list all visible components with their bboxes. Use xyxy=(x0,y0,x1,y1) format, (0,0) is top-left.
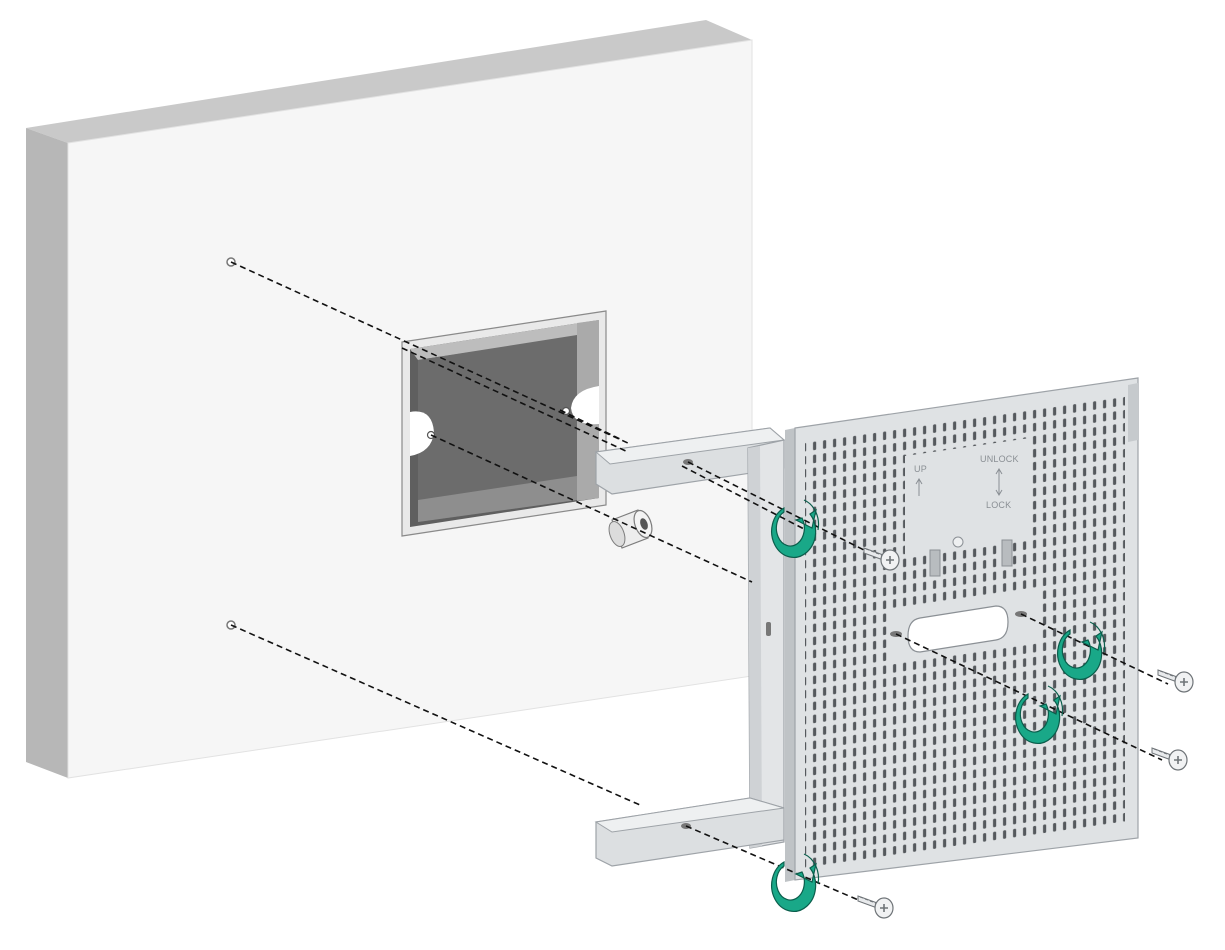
wall xyxy=(26,20,753,779)
mounting-plate: UP UNLOCK LOCK xyxy=(785,377,1139,882)
screw-icon xyxy=(857,895,894,919)
lock-label: LOCK xyxy=(986,500,1011,510)
rotate-clockwise-icon xyxy=(1015,685,1064,744)
unlock-label: UNLOCK xyxy=(980,454,1019,464)
plate-center-slot xyxy=(907,605,1009,653)
unlock-lock-arrow-icon xyxy=(995,468,1003,496)
up-arrow-icon xyxy=(915,478,923,496)
rotate-clockwise-icon xyxy=(1057,621,1106,680)
screw-icon xyxy=(1157,669,1194,693)
wall-top-edge xyxy=(26,20,752,143)
up-label: UP xyxy=(914,464,927,474)
junction-box xyxy=(401,310,607,537)
spacer-sleeve xyxy=(608,509,653,549)
screw-icon xyxy=(1151,747,1188,771)
wall-left-edge xyxy=(26,128,68,778)
rotation-arrows xyxy=(771,499,1106,912)
rotate-clockwise-icon xyxy=(771,853,820,912)
rotate-clockwise-icon xyxy=(771,499,820,558)
